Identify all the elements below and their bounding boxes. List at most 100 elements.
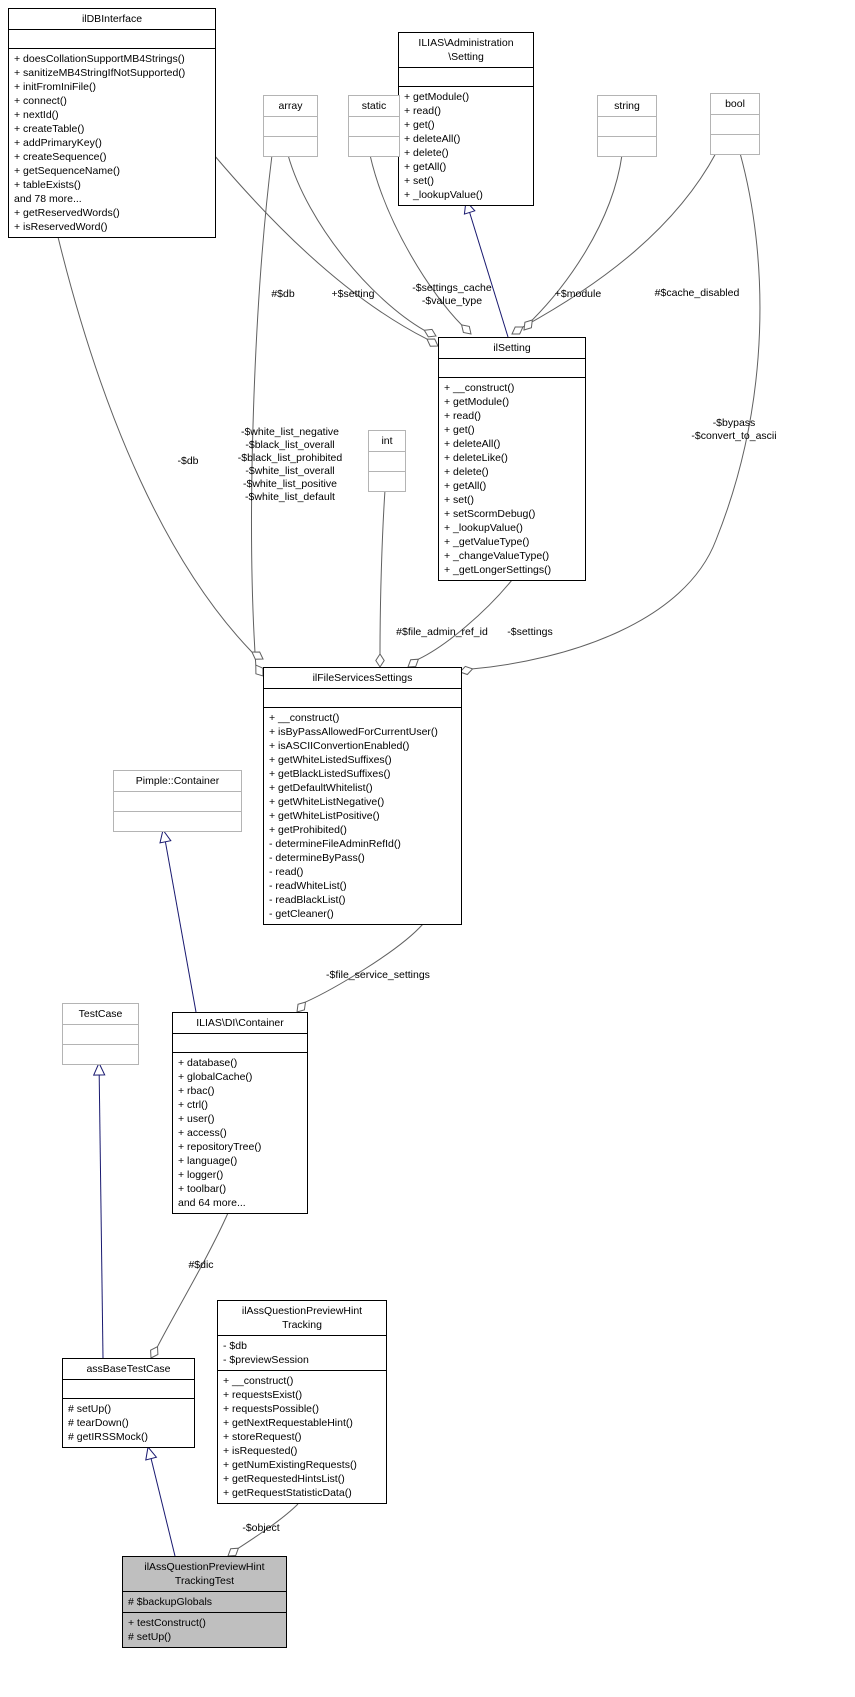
class-bool: bool — [710, 93, 760, 155]
method: # tearDown() — [68, 1417, 129, 1429]
class-ilias-di-container[interactable]: ILIAS\DI\Container+ database()+ globalCa… — [172, 1012, 308, 1214]
edge-label-line: +$setting — [331, 288, 375, 300]
class-name-line: ILIAS\Administration — [418, 37, 514, 49]
aggregation-diamond — [296, 1001, 307, 1013]
class-name-line: Pimple::Container — [135, 775, 220, 787]
method: + createSequence() — [14, 151, 107, 163]
class-name-line: string — [614, 100, 640, 112]
class-name-line: bool — [725, 98, 745, 110]
empty-compartment — [264, 117, 317, 137]
edge-label-bypass: -$bypass-$convert_to_ascii — [691, 417, 776, 443]
methods-compartment: + __construct()+ requestsExist()+ reques… — [218, 1371, 386, 1503]
method: + getModule() — [404, 91, 470, 103]
empty-compartment — [598, 117, 656, 137]
empty-compartment — [598, 137, 656, 156]
method: + isRequested() — [223, 1445, 298, 1457]
aggregation-diamond — [255, 664, 264, 677]
class-ilsetting[interactable]: ilSetting + __construct()+ getModule()+ r… — [438, 337, 586, 581]
class-name-line: ilAssQuestionPreviewHint — [144, 1561, 265, 1573]
edge-aggregation-filesettings-to-dic — [305, 923, 424, 1003]
method: and 64 more... — [178, 1197, 246, 1209]
class-ildbinterface[interactable]: ilDBInterface+ doesCollationSupportMB4St… — [8, 8, 216, 238]
methods-compartment: + doesCollationSupportMB4Strings()+ sani… — [9, 49, 215, 237]
method: + _lookupValue() — [444, 522, 523, 534]
method: + getBlackListedSuffixes() — [269, 768, 391, 780]
method: + addPrimaryKey() — [14, 137, 102, 149]
method: + rbac() — [178, 1085, 215, 1097]
class-static: static — [348, 95, 400, 157]
inheritance-arrow — [92, 1061, 106, 1076]
class-ilfileservicessettings[interactable]: ilFileServicesSettings + __construct() + i… — [263, 667, 462, 925]
edge-aggregation-string-to-ilsetting — [531, 154, 623, 321]
method: + getSequenceName() — [14, 165, 120, 177]
class-name: assBaseTestCase — [63, 1359, 194, 1380]
edge-label-line: +$module — [554, 288, 602, 300]
method: + getRequestStatisticData() — [223, 1487, 352, 1499]
empty-compartment — [63, 1045, 138, 1064]
method: + toolbar() — [178, 1183, 227, 1195]
edge-inheritance-setting-ilsetting — [469, 212, 509, 338]
method: + language() — [178, 1155, 238, 1167]
class-assbasetestcase[interactable]: assBaseTestCase# setUp()# tearDown()# ge… — [62, 1358, 195, 1448]
method: + read() — [404, 105, 442, 117]
method: + access() — [178, 1127, 227, 1139]
class-name: ilSetting — [439, 338, 585, 359]
class-ilias-administration-setting[interactable]: ILIAS\Administration\Setting+ getModule(… — [398, 32, 534, 206]
edge-aggregation-ilsetting-to-filesettings — [418, 579, 513, 660]
class-name: ilFileServicesSettings — [264, 668, 461, 689]
empty-compartment — [349, 117, 399, 137]
edge-label-line: -$white_list_negative — [240, 426, 340, 438]
edge-aggregation-tracking-to-test — [238, 1503, 299, 1549]
method: + ctrl() — [178, 1099, 209, 1111]
method: + getWhiteListedSuffixes() — [269, 754, 392, 766]
method: # setUp() — [128, 1631, 172, 1643]
empty-compartment — [63, 1025, 138, 1045]
class-string: string — [597, 95, 657, 157]
class-name: string — [598, 96, 656, 117]
methods-compartment: + testConstruct() # setUp() — [123, 1613, 286, 1647]
aggregation-diamond — [150, 1345, 159, 1359]
attribute: - $db — [223, 1340, 247, 1352]
methods-compartment: + __construct()+ getModule()+ read()+ ge… — [439, 378, 585, 580]
class-name-line: ilSetting — [493, 342, 531, 354]
edge-label-db-protected: #$db — [271, 288, 294, 301]
method: + __construct() — [269, 712, 340, 724]
attributes-compartment — [9, 30, 215, 49]
edge-label-cache-disabled: #$cache_disabled — [655, 287, 740, 300]
method: + createTable() — [14, 123, 85, 135]
edge-label-line: -$white_list_overall — [245, 465, 335, 477]
method: + getAll() — [404, 161, 447, 173]
method: + getModule() — [444, 396, 510, 408]
class-name-line: array — [278, 100, 303, 112]
method: - getCleaner() — [269, 908, 334, 920]
method: + _lookupValue() — [404, 189, 483, 201]
method: + logger() — [178, 1169, 224, 1181]
empty-compartment — [349, 137, 399, 156]
edge-label-settings: -$settings — [507, 626, 553, 639]
method: + nextId() — [14, 109, 59, 121]
edge-label-line: -$object — [242, 1522, 280, 1534]
edge-label-object: -$object — [242, 1522, 279, 1535]
method: + deleteAll() — [444, 438, 501, 450]
method: + testConstruct() — [128, 1617, 206, 1629]
edge-label-file-admin-ref-id: #$file_admin_ref_id — [396, 626, 488, 639]
class-name-line: int — [381, 435, 393, 447]
attributes-compartment — [173, 1034, 307, 1053]
edge-label-line: #$file_admin_ref_id — [396, 626, 488, 638]
edge-label-line: -$db — [177, 455, 199, 467]
class-name-line: assBaseTestCase — [86, 1363, 171, 1375]
method: + _changeValueType() — [444, 550, 550, 562]
method: + isASCIIConvertionEnabled() — [269, 740, 410, 752]
method: + delete() — [444, 466, 489, 478]
method: + _getValueType() — [444, 536, 530, 548]
method: + getReservedWords() — [14, 207, 120, 219]
class-name-line: ilAssQuestionPreviewHint — [241, 1305, 363, 1317]
edge-aggregation-db-to-filesettings — [57, 236, 253, 653]
aggregation-diamond — [227, 1547, 240, 1557]
empty-compartment — [369, 472, 405, 491]
method: + requestsExist() — [223, 1389, 303, 1401]
